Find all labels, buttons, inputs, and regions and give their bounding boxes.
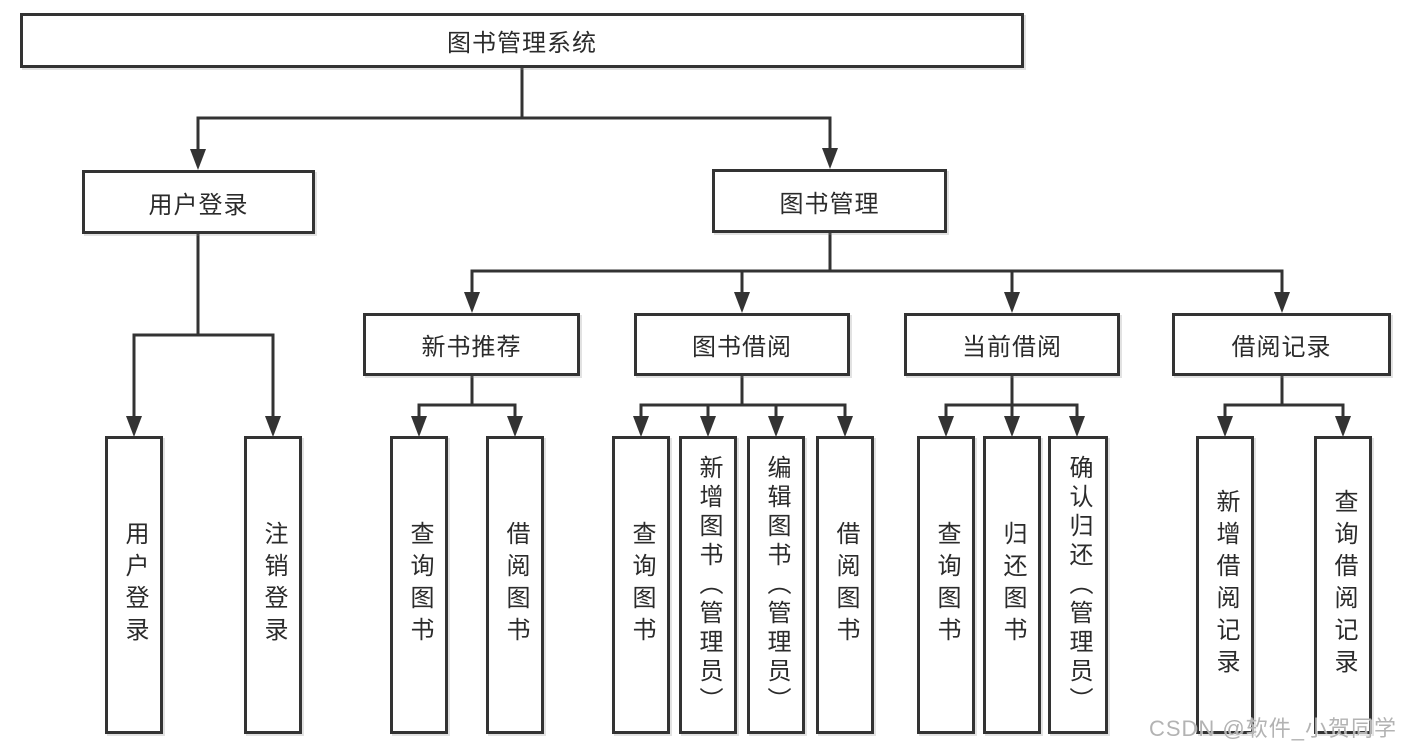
leaf-add-borrow-record: 新增借阅记录 [1196,436,1254,734]
node-book-borrow-label: 图书借阅 [692,334,792,361]
leaf-logout: 注销登录 [244,436,302,734]
node-user-login-label: 用户登录 [148,191,249,219]
watermark-text: CSDN @软件_小贺同学 [1148,716,1397,741]
leaf-return-books: 归还图书 [983,436,1041,734]
leaf-query-books-borrow-label: 查询图书 [628,521,655,649]
leaf-query-books-recommend: 查询图书 [390,436,448,734]
node-borrow-records-label: 借阅记录 [1231,334,1332,361]
leaf-query-borrow-record-label: 查询借阅记录 [1330,489,1357,681]
node-current-borrow: 当前借阅 [904,313,1120,376]
leaf-query-books-borrow: 查询图书 [612,436,670,734]
node-root-system-label: 图书管理系统 [447,30,597,57]
leaf-query-books-current: 查询图书 [917,436,975,734]
leaf-borrow-books-label: 借阅图书 [832,521,859,649]
node-new-book-recommend-label: 新书推荐 [421,334,522,361]
leaf-logout-label: 注销登录 [260,521,287,649]
leaf-borrow-books: 借阅图书 [816,436,874,734]
node-new-book-recommend: 新书推荐 [363,313,580,376]
leaf-query-books-recommend-label: 查询图书 [406,521,433,649]
leaf-user-login-label: 用户登录 [121,521,148,649]
leaf-edit-book-admin: 编辑图书（管理员） [747,436,805,734]
node-book-borrow: 图书借阅 [634,313,850,376]
node-borrow-records: 借阅记录 [1172,313,1391,376]
leaf-edit-book-admin-label: 编辑图书（管理员） [763,454,790,716]
leaf-add-borrow-record-label: 新增借阅记录 [1212,489,1239,681]
node-book-management-label: 图书管理 [779,190,880,218]
node-user-login: 用户登录 [82,170,315,234]
node-root-system: 图书管理系统 [20,13,1024,68]
leaf-query-borrow-record: 查询借阅记录 [1314,436,1372,734]
node-current-borrow-label: 当前借阅 [962,334,1062,361]
leaf-user-login: 用户登录 [105,436,163,734]
node-book-management: 图书管理 [712,169,947,233]
leaf-borrow-books-recommend-label: 借阅图书 [502,521,529,649]
leaf-confirm-return-admin: 确认归还（管理员） [1048,436,1108,734]
leaf-return-books-label: 归还图书 [999,521,1026,649]
leaf-query-books-current-label: 查询图书 [933,521,960,649]
leaf-confirm-return-admin-label: 确认归还（管理员） [1065,454,1092,716]
leaf-add-book-admin: 新增图书（管理员） [679,436,737,734]
leaf-add-book-admin-label: 新增图书（管理员） [695,454,722,716]
leaf-borrow-books-recommend: 借阅图书 [486,436,544,734]
